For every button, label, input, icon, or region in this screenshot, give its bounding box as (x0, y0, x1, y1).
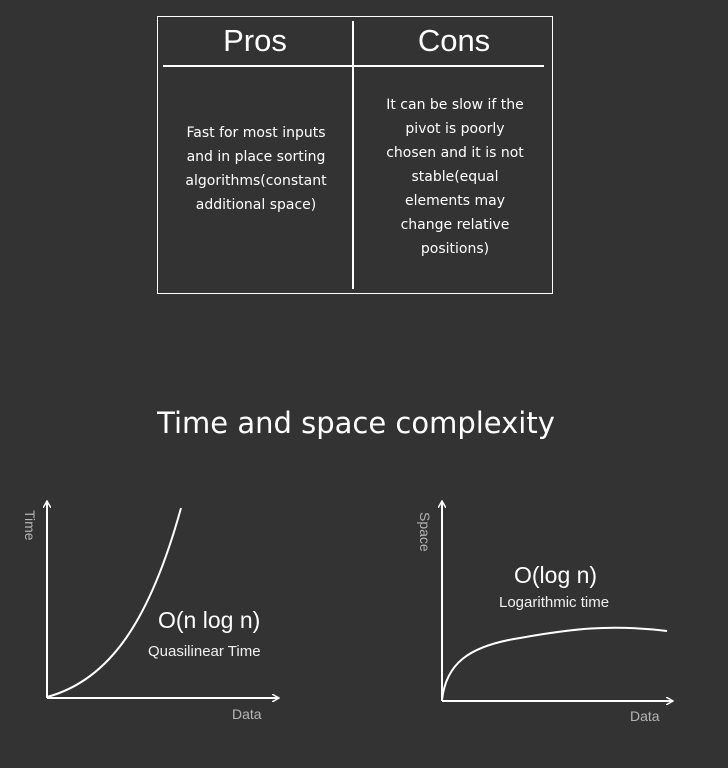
cons-line: pivot is poorly (405, 121, 505, 137)
pros-header: Pros (223, 23, 287, 58)
quasilinear-description: Quasilinear Time (148, 643, 261, 660)
column-divider (352, 21, 354, 289)
pros-line: additional space) (195, 197, 317, 213)
quasilinear-complexity-label: O(n log n) (158, 607, 261, 633)
pros-cons-table: Pros Cons Fast for most inputs and in pl… (157, 16, 553, 294)
pros-line: Fast for most inputs (186, 125, 326, 141)
space-axis-label: Space (417, 512, 433, 552)
cons-header: Cons (417, 23, 491, 58)
cons-cell: It can be slow if the pivot is poorly ch… (370, 93, 540, 261)
quasilinear-curve (46, 507, 182, 698)
logarithmic-curve (441, 626, 668, 701)
pros-line: and in place sorting (186, 149, 326, 165)
space-data-axis-label: Data (630, 708, 660, 724)
cons-line: change relative (400, 217, 510, 233)
cons-line: chosen and it is not (386, 145, 524, 161)
cons-line: elements may (405, 193, 505, 209)
pros-line: algorithms(constant (185, 173, 327, 189)
pros-cell: Fast for most inputs and in place sortin… (168, 121, 344, 217)
cons-line: positions) (420, 241, 490, 257)
section-title: Time and space complexity (157, 406, 555, 440)
cons-line: stable(equal (411, 169, 499, 185)
logarithmic-description: Logarithmic time (499, 594, 610, 611)
time-axis-label: Time (22, 510, 38, 541)
time-data-axis-label: Data (232, 706, 262, 722)
cons-line: It can be slow if the (386, 97, 524, 113)
logarithmic-complexity-label: O(log n) (514, 562, 598, 588)
